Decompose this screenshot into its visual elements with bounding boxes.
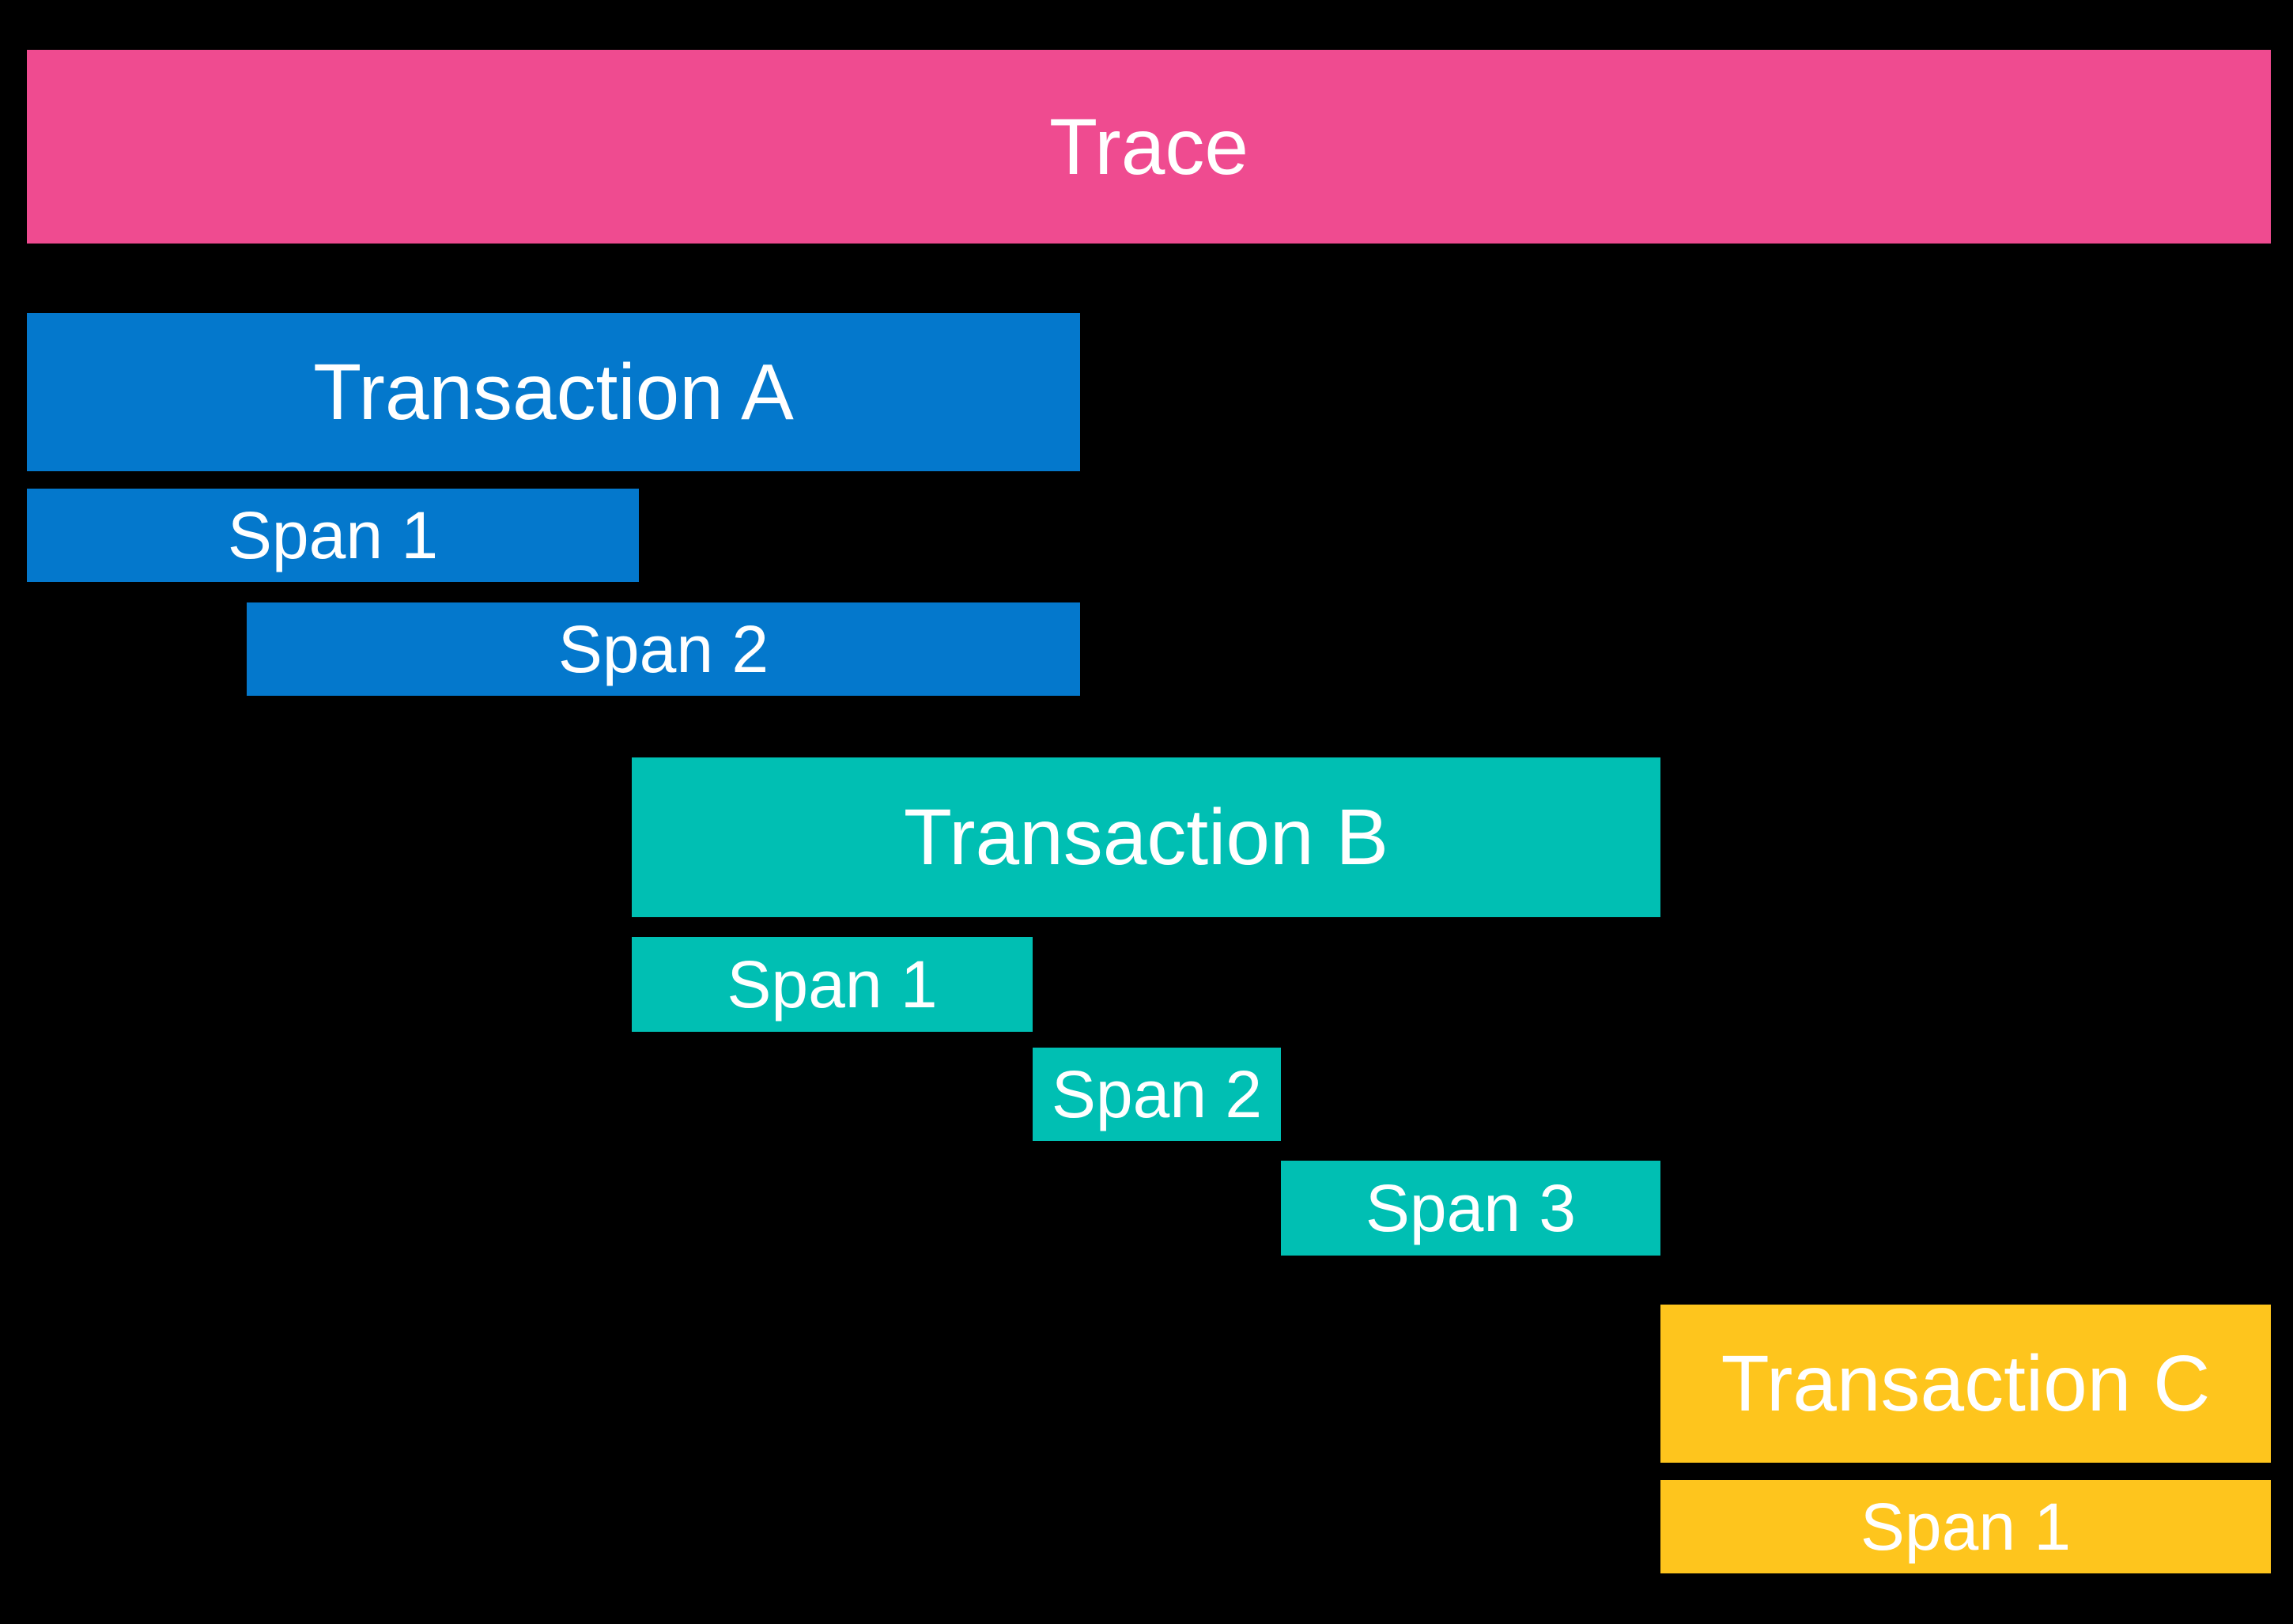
- span-b2-label: Span 2: [1051, 1057, 1263, 1131]
- transaction-c-bar: Transaction C: [1660, 1305, 2271, 1463]
- transaction-a-bar: Transaction A: [27, 313, 1080, 471]
- span-a1-bar: Span 1: [27, 489, 639, 582]
- trace-label: Trace: [1049, 102, 1248, 191]
- trace-bar: Trace: [27, 50, 2271, 244]
- transaction-a-label: Transaction A: [313, 348, 794, 436]
- transaction-b-bar: Transaction B: [632, 757, 1660, 917]
- span-a1-label: Span 1: [227, 498, 439, 572]
- transaction-b-label: Transaction B: [903, 793, 1389, 882]
- span-c1-label: Span 1: [1860, 1490, 2072, 1564]
- span-b3-bar: Span 3: [1281, 1161, 1660, 1256]
- span-a2-label: Span 2: [557, 612, 769, 686]
- span-b1-label: Span 1: [727, 947, 938, 1022]
- span-a2-bar: Span 2: [247, 602, 1080, 696]
- span-b2-bar: Span 2: [1033, 1048, 1281, 1141]
- span-b1-bar: Span 1: [632, 937, 1033, 1032]
- span-c1-bar: Span 1: [1660, 1480, 2271, 1573]
- transaction-c-label: Transaction C: [1721, 1339, 2211, 1428]
- span-b3-label: Span 3: [1365, 1171, 1577, 1245]
